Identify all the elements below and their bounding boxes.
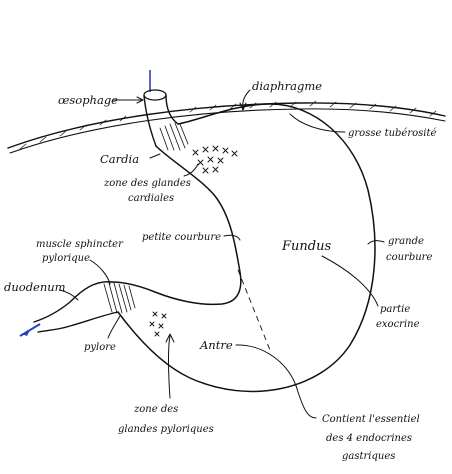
leader-lines [59, 89, 385, 419]
label-contient-1: Contient l'essentiel [322, 414, 420, 425]
label-zone-glandes-pyloriques-1: zone des [133, 404, 178, 415]
label-zone-glandes-cardiales-1: zone des glandes [103, 178, 191, 189]
antrum-boundary-dashed [237, 269, 271, 351]
label-zone-glandes-pyloriques-2: glandes pyloriques [118, 424, 214, 435]
oesophagus [143, 70, 179, 147]
label-duodenum: duodenum [4, 280, 66, 294]
label-diaphragme: diaphragme [252, 79, 322, 93]
label-partie-exocrine-1: partie [380, 304, 410, 315]
cardia-hatching [159, 122, 189, 151]
label-antre: Antre [199, 338, 233, 352]
label-grosse-tuberosite: grosse tubérosité [348, 128, 436, 139]
label-petite-courbure: petite courbure [142, 232, 221, 243]
label-grande-courbure-2: courbure [386, 252, 432, 263]
pyloric-glands-marks [149, 311, 167, 337]
label-fundus: Fundus [281, 239, 331, 254]
label-contient-2: des 4 endocrines [326, 433, 412, 444]
stomach-outline [111, 103, 376, 393]
label-partie-exocrine-2: exocrine [376, 319, 420, 330]
diaphragm [7, 100, 446, 154]
duodenum [19, 281, 119, 337]
label-oesophage: œsophage [58, 93, 118, 107]
pyloric-sphincter-hatching [103, 282, 136, 314]
label-muscle-sphincter-2: pylorique [42, 253, 90, 264]
text-labels: œsophage diaphragme grosse tubérosité Ca… [4, 79, 436, 462]
label-zone-glandes-cardiales-2: cardiales [128, 193, 174, 204]
label-pylore: pylore [84, 342, 116, 353]
cardial-glands-marks [192, 145, 238, 174]
label-contient-3: gastriques [342, 451, 395, 462]
label-grande-courbure-1: grande [388, 236, 424, 247]
label-muscle-sphincter-1: muscle sphincter [36, 239, 124, 250]
label-cardia: Cardia [100, 152, 139, 166]
